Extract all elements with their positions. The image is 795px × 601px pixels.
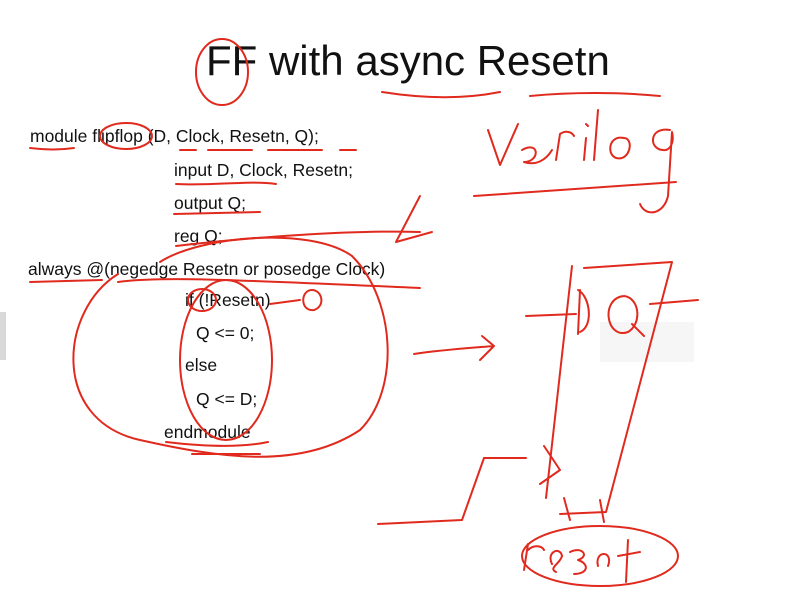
- ink-underline-verilog: [473, 181, 677, 197]
- slide-title: FF with async Resetn: [206, 37, 610, 84]
- side-scroll-handle[interactable]: [0, 312, 6, 360]
- ink-word-reset: [523, 539, 641, 583]
- ink-underline-input: [175, 181, 277, 186]
- code-line-reg: reg Q;: [174, 226, 223, 246]
- ink-arrow-right: [413, 335, 495, 361]
- ink-underline-resetn: [529, 92, 661, 97]
- ink-underline-module: [29, 147, 75, 151]
- ink-check-arrow: [395, 195, 433, 243]
- ink-output-line: [649, 299, 699, 305]
- ink-underline-endmodule: [165, 441, 269, 447]
- code-line-assign-zero: Q <= 0;: [196, 323, 255, 343]
- ink-dash-zero: [269, 299, 301, 305]
- ink-reset-pins: [563, 497, 605, 523]
- ink-letter-v: [487, 123, 519, 166]
- ink-letter-o: [609, 136, 631, 160]
- code-line-input: input D, Clock, Resetn;: [174, 160, 353, 180]
- ink-underline-always: [29, 278, 421, 289]
- ink-digit-zero: [302, 289, 323, 312]
- code-line-always: always @(negedge Resetn or posedge Clock…: [28, 259, 386, 279]
- ink-letter-g: [639, 128, 674, 214]
- code-line-endmodule: endmodule: [164, 422, 251, 442]
- ink-letter-e: [521, 146, 553, 165]
- ink-letter-l: [593, 109, 599, 161]
- ink-input-d: [525, 289, 590, 335]
- code-line-if: if (!Resetn): [185, 290, 271, 310]
- code-line-assign-d: Q <= D;: [196, 389, 258, 409]
- background-shape: [600, 322, 694, 362]
- ink-circle-reset: [521, 525, 679, 587]
- code-line-output: output Q;: [174, 193, 246, 213]
- ink-letter-r: [555, 130, 575, 161]
- ink-clock-line: [377, 457, 485, 525]
- code-line-module: module flipflop (D, Clock, Resetn, Q);: [30, 126, 319, 146]
- code-line-else: else: [185, 355, 218, 375]
- ink-clock-edge: [483, 445, 561, 485]
- ink-ff-box: [545, 261, 673, 515]
- ink-letter-i: [583, 123, 589, 161]
- ink-underline-async: [381, 91, 501, 99]
